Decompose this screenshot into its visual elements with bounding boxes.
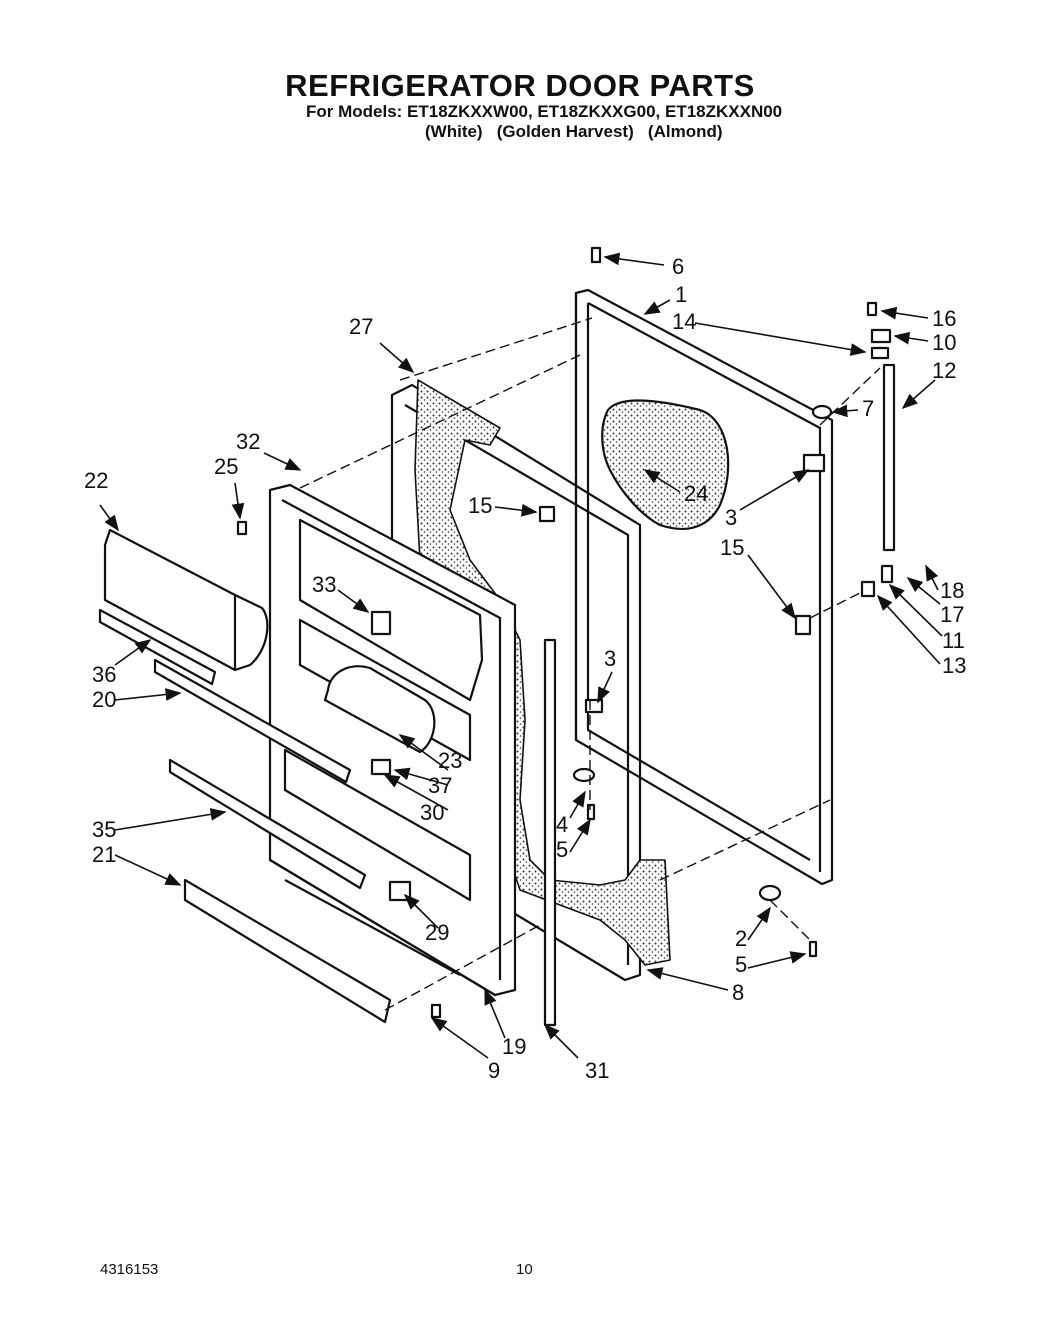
bar-36 — [98, 608, 217, 686]
callout-11: 11 — [942, 628, 965, 653]
color-almond: (Almond) — [647, 122, 723, 141]
callout-1: 1 — [675, 282, 687, 307]
hinge-pin-12 — [882, 363, 896, 552]
inner-door-liner — [268, 483, 517, 997]
callout-21: 21 — [92, 842, 116, 867]
callout-8: 8 — [732, 980, 744, 1005]
callout-5-bottom: 5 — [735, 952, 747, 977]
bar-35 — [168, 758, 367, 890]
callout-17: 17 — [940, 602, 964, 627]
foam-cutaway — [601, 399, 730, 530]
color-golden-harvest: (Golden Harvest) — [496, 122, 634, 141]
bar-21 — [183, 878, 392, 1024]
callout-37: 37 — [428, 773, 452, 798]
outer-door-panel — [574, 288, 834, 886]
page-number: 10 — [516, 1261, 533, 1278]
support-31 — [543, 638, 557, 1027]
callout-32: 32 — [236, 429, 260, 454]
callout-23: 23 — [438, 748, 462, 773]
callout-20: 20 — [92, 687, 116, 712]
callout-18: 18 — [940, 578, 964, 603]
callout-9: 9 — [488, 1058, 500, 1083]
callout-35: 35 — [92, 817, 116, 842]
callout-3-mid: 3 — [604, 646, 616, 671]
callout-27: 27 — [349, 314, 373, 339]
callout-30: 30 — [420, 800, 444, 825]
callout-labels: 6 1 14 16 10 12 7 27 32 25 22 15 24 3 15… — [84, 254, 966, 1083]
callout-15-left: 15 — [468, 493, 492, 518]
color-white: (White) — [425, 122, 483, 141]
callout-4: 4 — [556, 812, 568, 837]
callout-13: 13 — [942, 653, 966, 678]
callout-25: 25 — [214, 454, 238, 479]
callout-19: 19 — [502, 1034, 526, 1059]
callout-31: 31 — [585, 1058, 609, 1083]
callout-5-mid: 5 — [556, 837, 568, 862]
callout-29: 29 — [425, 920, 449, 945]
callout-6: 6 — [672, 254, 684, 279]
document-number: 4316153 — [100, 1261, 159, 1278]
callout-2: 2 — [735, 926, 747, 951]
callout-3-top: 3 — [725, 505, 737, 530]
callout-24: 24 — [684, 481, 708, 506]
dairy-door-22 — [103, 528, 269, 672]
callout-7: 7 — [862, 396, 874, 421]
page-title: REFRIGERATOR DOOR PARTS — [285, 68, 755, 103]
callout-16: 16 — [932, 306, 956, 331]
callout-10: 10 — [932, 330, 956, 355]
bar-20 — [153, 658, 352, 784]
callout-33: 33 — [312, 572, 336, 597]
callout-36: 36 — [92, 662, 116, 687]
model-list: For Models: ET18ZKXXW00, ET18ZKXXG00, ET… — [306, 102, 783, 121]
callout-15-right: 15 — [720, 535, 744, 560]
callout-22: 22 — [84, 468, 108, 493]
callout-12: 12 — [932, 358, 956, 383]
butter-bin-23 — [323, 665, 436, 754]
callout-14: 14 — [672, 309, 696, 334]
color-list: (White) (Golden Harvest) (Almond) — [425, 122, 723, 142]
